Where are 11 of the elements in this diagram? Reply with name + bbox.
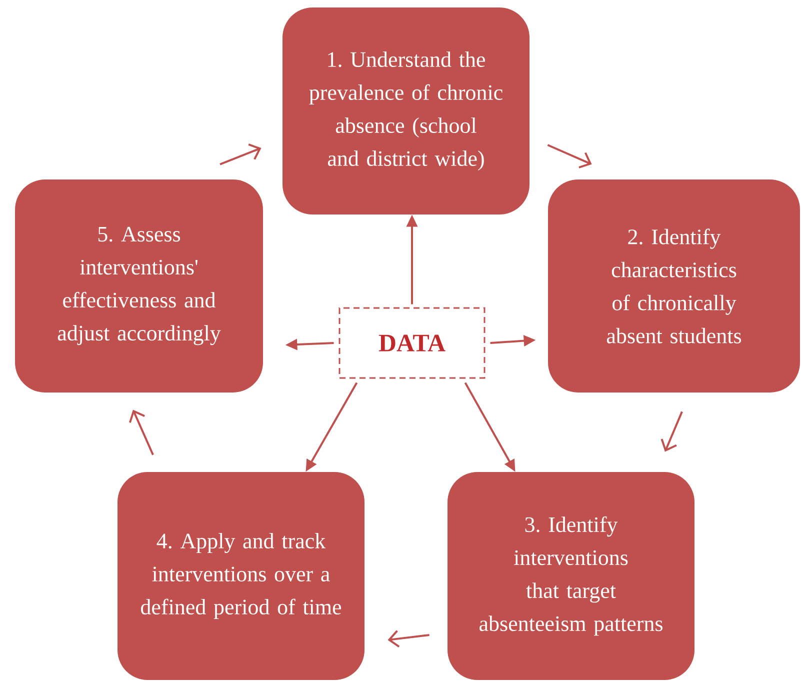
- arrow: [129, 410, 154, 456]
- step-box: 5. Assess interventions' effectiveness and adjust accordingly: [15, 180, 263, 392]
- step-box: 1. Understand the prevalence of chronic absence (school and district wide): [282, 8, 530, 214]
- step-box: 2. Identify characteristics of chronically absent students: [548, 180, 800, 392]
- arrow: [660, 411, 683, 452]
- step-box: 3. Identify interventions that target absenteeism patterns: [448, 472, 694, 680]
- arrow: [220, 143, 262, 166]
- arrow: [388, 630, 430, 648]
- arrow: [547, 144, 592, 168]
- step-box: 4. Apply and track interventions over a defined period of time: [118, 472, 364, 680]
- data-box: DATA: [338, 307, 486, 379]
